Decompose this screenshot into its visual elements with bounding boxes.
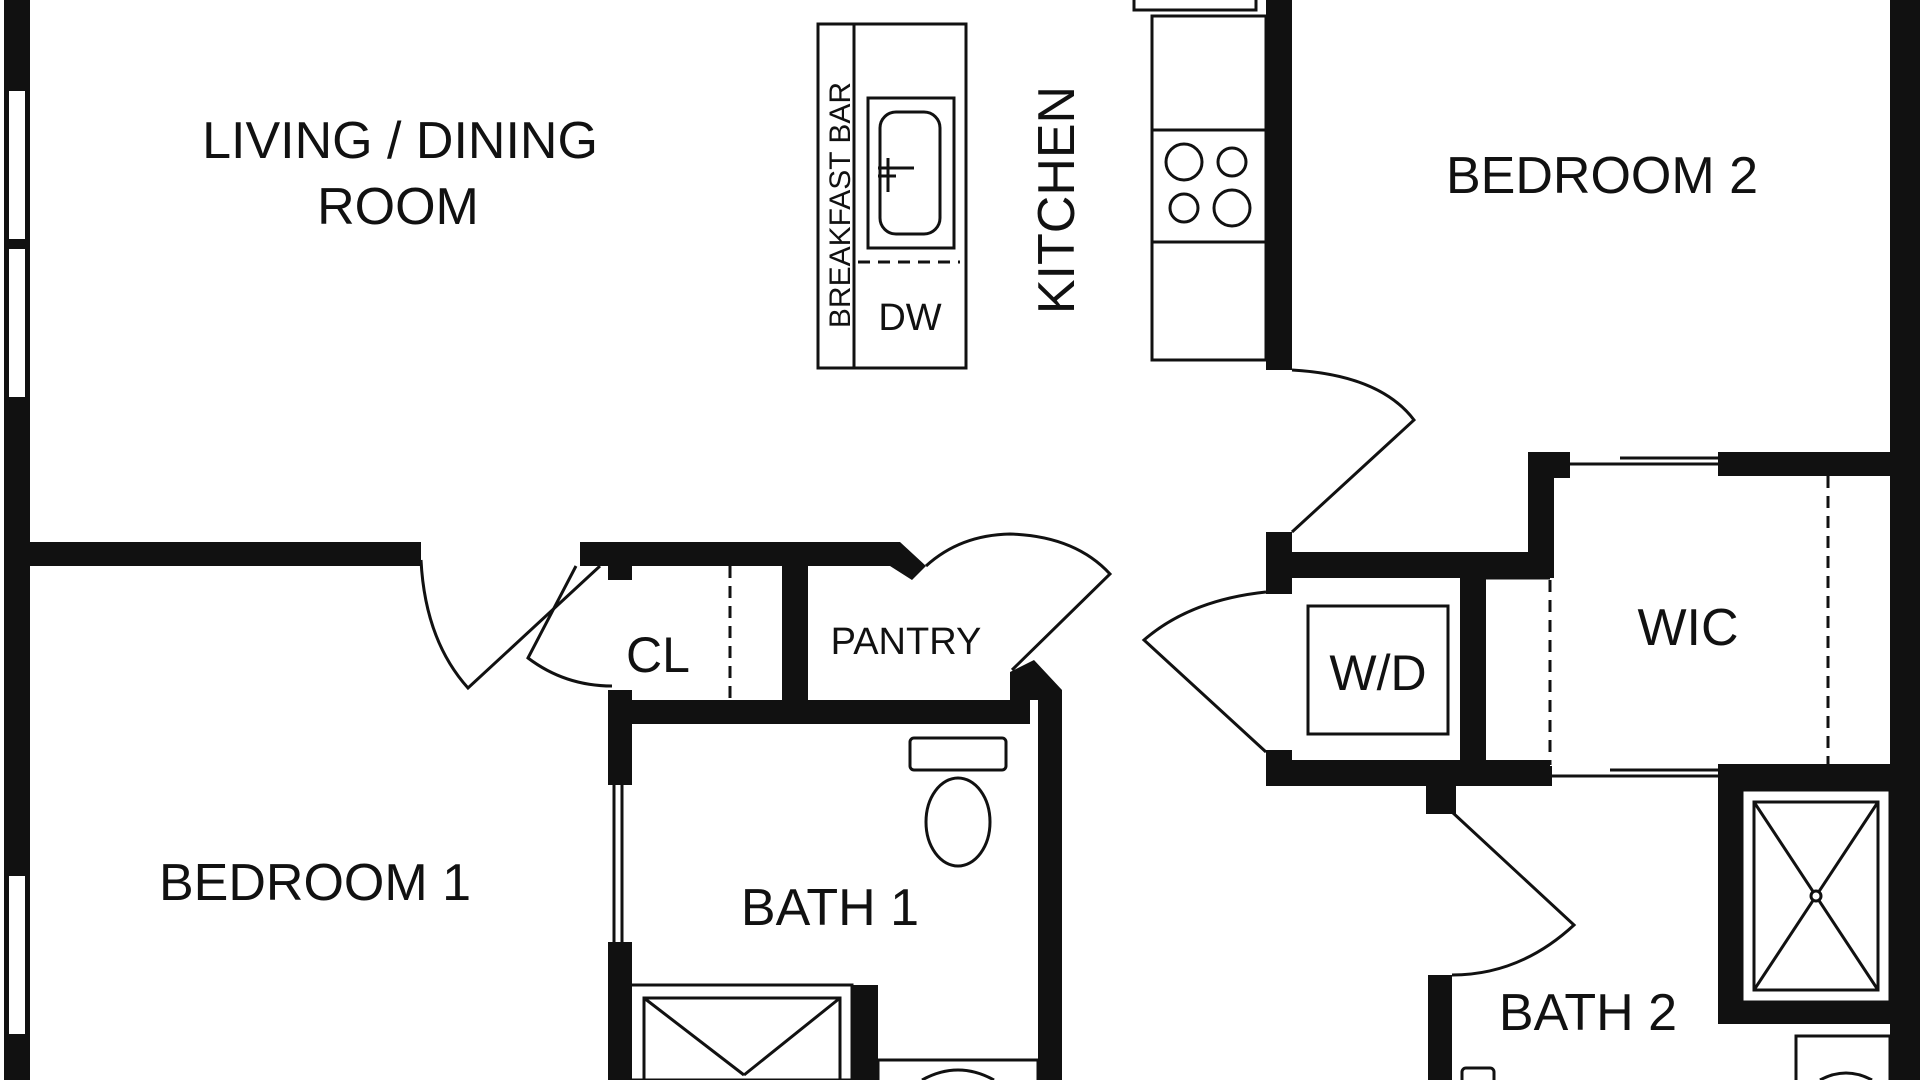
kitchen-fixtures <box>816 0 1268 370</box>
washer-dryer-box <box>1306 604 1450 736</box>
label-bedroom2: BEDROOM 2 <box>1446 147 1758 205</box>
bath2-fixtures <box>1460 788 1892 1080</box>
wall-kitchen-bedroom2 <box>1266 0 1292 370</box>
wall-living-bedroom1 <box>26 542 421 566</box>
wall-bedroom2-wic-right <box>1718 452 1898 476</box>
dashed-lines <box>728 260 1830 765</box>
wall-bath1-left-bottom <box>608 942 632 1080</box>
fridge-stub <box>1132 0 1258 12</box>
wall-bath2-shower-bottom <box>1718 1002 1898 1024</box>
bath1-vanity <box>876 1058 1040 1080</box>
bath2-shower-outer <box>1740 788 1892 1004</box>
door-bedroom2 <box>1290 368 1417 534</box>
label-kitchen: KITCHEN <box>1028 86 1086 314</box>
wall-closet-left-stub <box>608 560 632 580</box>
window-left-1 <box>7 89 27 241</box>
wall-bath2-shower-top <box>1718 764 1898 790</box>
bath1-shower-diag-2 <box>743 996 841 1077</box>
kitchen-sink-inner <box>878 110 942 236</box>
wall-bath1-left-top <box>608 690 632 785</box>
bath1-shower-diag-1 <box>643 996 745 1077</box>
wall-bath2-shower-left <box>1718 764 1742 1014</box>
windows-left <box>7 89 27 1036</box>
range-counter <box>1150 14 1268 362</box>
wall-bath2-left <box>1428 975 1452 1080</box>
wall-bath1-shower-right <box>852 985 878 1080</box>
label-pantry: PANTRY <box>831 621 982 663</box>
faucet-icon <box>878 158 914 192</box>
door-pantry <box>924 532 1113 672</box>
label-bath2: BATH 2 <box>1499 984 1677 1042</box>
wall-wd-left-bottom <box>1266 750 1292 786</box>
window-left-3 <box>7 874 27 1036</box>
wall-right-exterior-upper <box>1890 0 1920 475</box>
wall-wd-left-top <box>1266 532 1292 594</box>
window-left-2 <box>7 247 27 399</box>
laundry-fixtures <box>1306 604 1450 736</box>
bath2-vanity-stub <box>1794 1034 1892 1080</box>
breakfast-bar-outline <box>816 22 968 370</box>
burner-icon-3 <box>1168 192 1200 224</box>
label-dishwasher: DW <box>878 297 941 339</box>
wall-wd-wic-divider <box>1460 575 1486 785</box>
bath2-sink-icon <box>1819 1071 1873 1080</box>
bath1-fixtures <box>628 736 1040 1080</box>
burner-icon-4 <box>1212 188 1252 228</box>
wall-bedroom2-wic-stub <box>1528 452 1554 562</box>
label-bath1: BATH 1 <box>741 879 919 937</box>
label-washer-dryer: W/D <box>1329 645 1426 701</box>
bath2-shower-inner <box>1752 800 1880 992</box>
label-breakfast-bar: BREAKFAST BAR <box>824 82 857 328</box>
bath1-shower-inner <box>642 996 842 1080</box>
wall-bath2-stub <box>1426 784 1456 814</box>
wall-closet-pantry-divider <box>782 566 808 706</box>
label-living-dining-line1: LIVING / DINING <box>202 112 598 170</box>
wall-closet-pantry-bottom <box>610 700 1030 724</box>
wall-wic-bottom-left <box>1486 766 1552 786</box>
wall-pantry-right <box>1010 660 1062 1080</box>
burner-icon-1 <box>1164 142 1204 182</box>
room-labels: LIVING / DINING ROOM KITCHEN BREAKFAST B… <box>159 82 1758 1042</box>
wall-closet-pantry-top <box>580 542 926 580</box>
door-washer-dryer <box>1141 590 1268 754</box>
burner-icon-2 <box>1216 146 1248 178</box>
bath1-shower-outer <box>628 983 854 1080</box>
toilet-bowl-icon <box>924 776 992 868</box>
bath2-toilet-stub <box>1460 1066 1496 1080</box>
kitchen-sink-outer <box>866 96 956 250</box>
label-living-dining-line2: ROOM <box>317 178 479 236</box>
bath1-sink-icon <box>921 1068 995 1080</box>
wall-wd-top <box>1266 552 1554 578</box>
door-closet <box>526 565 613 688</box>
label-bedroom1: BEDROOM 1 <box>159 854 471 912</box>
door-swings <box>419 368 1577 977</box>
bath2-drain-icon <box>1809 889 1823 903</box>
label-wic: WIC <box>1637 599 1738 657</box>
label-closet: CL <box>626 627 690 683</box>
door-bath2 <box>1450 810 1577 977</box>
door-bedroom1 <box>419 559 602 691</box>
